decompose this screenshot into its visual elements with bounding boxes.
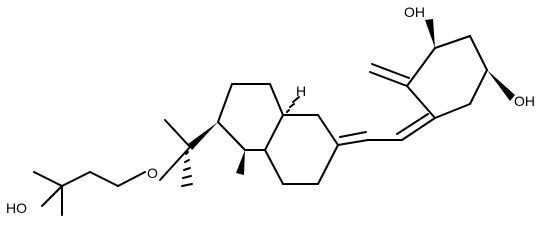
bond	[164, 119, 191, 148]
bond	[289, 103, 295, 108]
bond	[369, 71, 408, 87]
bond	[269, 83, 284, 116]
bond	[317, 144, 339, 185]
wedge-bond	[487, 70, 515, 101]
ring-d	[217, 83, 284, 151]
bond	[286, 109, 290, 113]
ring-a	[406, 35, 488, 119]
alkyl-chain	[33, 171, 146, 216]
bond	[434, 103, 471, 119]
hashed-bond	[181, 151, 193, 187]
bond	[217, 121, 246, 151]
stereo-hydrogen-label: H	[296, 83, 306, 99]
bond	[264, 149, 284, 185]
bond	[184, 159, 190, 163]
bond	[181, 183, 193, 187]
bond	[339, 131, 367, 138]
diene-linker	[337, 113, 436, 146]
bond	[401, 117, 436, 141]
bond	[434, 35, 471, 49]
wedge-bond	[425, 19, 435, 48]
bond	[41, 185, 63, 207]
hydroxyl-label-top: OH	[404, 4, 425, 20]
bond	[406, 47, 436, 87]
bond	[469, 35, 488, 71]
bond	[292, 96, 300, 103]
hydroxyl-label-right: OH	[514, 93, 535, 109]
bond	[317, 114, 339, 146]
ether-oxygen-label: O	[147, 165, 158, 181]
bond	[185, 151, 189, 155]
bond	[217, 83, 233, 123]
bond	[183, 167, 191, 171]
bond	[117, 171, 146, 187]
wedge-bond	[236, 150, 245, 175]
bond	[61, 171, 91, 187]
bond	[396, 113, 429, 135]
hashed-bond	[286, 96, 300, 113]
bond	[469, 69, 488, 105]
bond	[89, 171, 119, 187]
bond	[371, 63, 410, 79]
bond	[337, 139, 369, 146]
wedge-bond	[188, 122, 218, 150]
bond	[182, 175, 192, 179]
bond	[406, 85, 436, 119]
exo-methylene	[369, 63, 410, 87]
ring-c	[264, 114, 339, 185]
hydroxyl-label-left: HO	[6, 200, 27, 216]
bond	[33, 171, 63, 187]
bond	[264, 114, 284, 151]
side-chain	[159, 119, 218, 181]
bond	[159, 146, 191, 181]
